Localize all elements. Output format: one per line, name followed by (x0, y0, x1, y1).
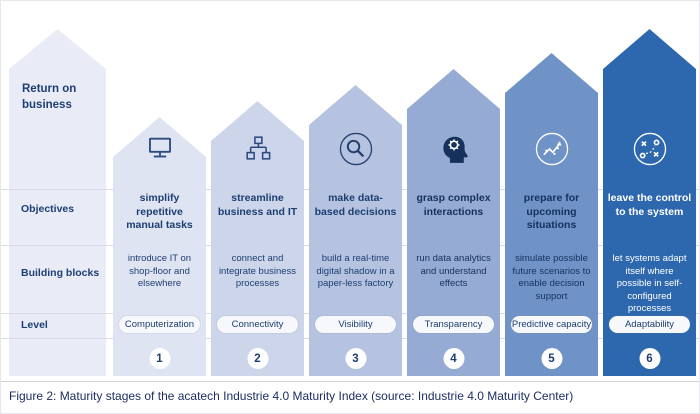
stage-number-badge: 1 (149, 348, 170, 369)
row-label-objectives: Objectives (21, 203, 75, 215)
stage-building-block: simulate possible future scenarios to en… (512, 253, 591, 302)
stage-objective: simplify repetitive manual tasks (126, 192, 193, 232)
strategy-icon (603, 131, 696, 167)
stage-objective: grasp complex interactions (416, 192, 491, 218)
stage-level-badge: Transparency (413, 316, 494, 333)
stage-level-badge: Connectivity (217, 316, 298, 333)
stage-building-block: introduce IT on shop-floor and elsewhere (127, 253, 192, 290)
stage-column-1: simplify repetitive manual tasks introdu… (113, 29, 206, 376)
stage-level-badge: Predictive capacity (511, 316, 592, 333)
stage-number-badge: 5 (541, 348, 562, 369)
figure-caption: Figure 2: Maturity stages of the acatech… (9, 389, 574, 403)
monitor-icon (113, 131, 206, 165)
stage-number-badge: 3 (345, 348, 366, 369)
head-gear-icon (407, 131, 500, 167)
stage-building-block: connect and integrate business processes (218, 253, 297, 290)
row-label-level: Level (21, 319, 48, 331)
stage-number-badge: 6 (639, 348, 660, 369)
stage-column-2: streamline business and IT connect and i… (211, 29, 304, 376)
stage-level-badge: Computerization (119, 316, 200, 333)
caption-divider (1, 381, 699, 382)
stage-number-badge: 2 (247, 348, 268, 369)
stage-objective: make data-based decisions (314, 192, 397, 218)
stage-column-5: prepare for upcoming situations simulate… (505, 29, 598, 376)
forecast-icon (505, 131, 598, 167)
left-column-header: Return on business (22, 83, 77, 112)
stage-building-block: run data analytics and understand effect… (416, 253, 491, 290)
stage-building-block: build a real-time digital shadow in a pa… (316, 253, 395, 290)
stage-objective: prepare for upcoming situations (523, 192, 580, 232)
stage-objective: streamline business and IT (217, 192, 298, 218)
stage-column-3: make data-based decisions build a real-t… (309, 29, 402, 376)
stage-number-badge: 4 (443, 348, 464, 369)
stage-building-block: let systems adapt itself where possible … (612, 253, 687, 315)
magnifier-icon (309, 131, 402, 167)
stage-column-6: leave the control to the system let syst… (603, 29, 696, 376)
stage-level-badge: Adaptability (609, 316, 690, 333)
stage-column-4: grasp complex interactions run data anal… (407, 29, 500, 376)
stage-objective: leave the control to the system (607, 192, 692, 218)
left-column: Return on business Objectives Building b… (9, 29, 106, 376)
left-column-arrow (9, 29, 106, 376)
row-label-building-blocks: Building blocks (21, 267, 100, 279)
hierarchy-icon (211, 131, 304, 165)
stage-level-badge: Visibility (315, 316, 396, 333)
